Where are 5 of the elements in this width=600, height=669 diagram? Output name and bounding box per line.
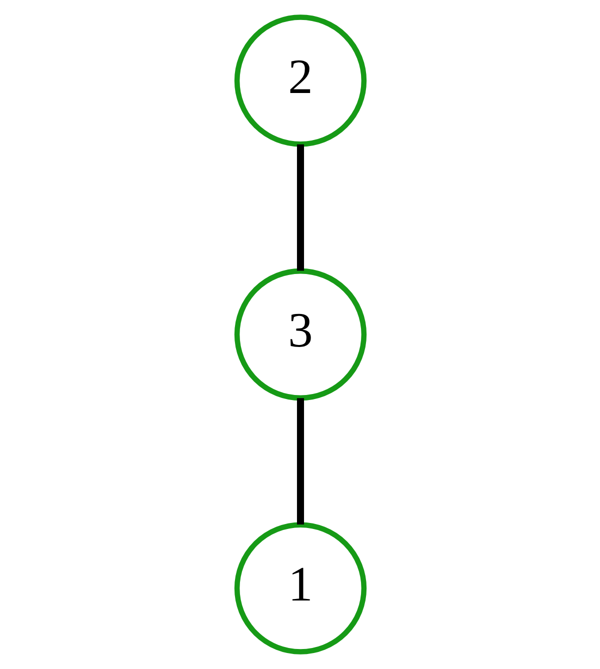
- node-circle: 2: [234, 14, 366, 147]
- node-circle: 3: [234, 268, 366, 401]
- connector: [296, 398, 304, 525]
- node-circle: 1: [234, 522, 366, 654]
- connector: [296, 144, 304, 271]
